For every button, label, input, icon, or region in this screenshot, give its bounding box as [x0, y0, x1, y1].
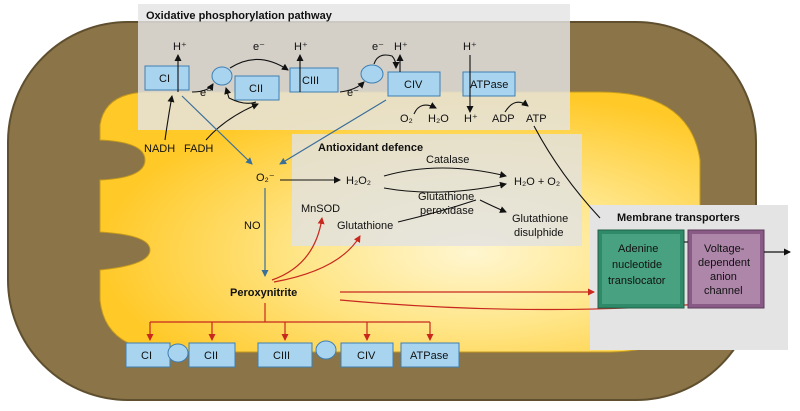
superoxide-label: O₂⁻	[256, 172, 275, 184]
bottom-complex-iii-box	[257, 342, 313, 368]
transporters-title: Membrane transporters	[617, 212, 740, 224]
e-arrow-cytc-civ	[373, 54, 400, 69]
fadh-label: FADH	[184, 143, 213, 155]
complex-iii-box	[289, 67, 339, 93]
oxphos-title: Oxidative phosphorylation pathway	[146, 10, 333, 22]
complex-i-label: CI	[159, 73, 170, 85]
nadh-label: NADH	[144, 143, 175, 155]
gpx-label-line2: peroxidase	[420, 205, 474, 217]
ant-label-line3: translocator	[608, 275, 666, 287]
antioxidant-panel	[292, 134, 582, 246]
gsh-disulphide-line1: Glutathione	[512, 213, 568, 225]
ci-to-superoxide-arrow	[181, 95, 253, 165]
bottom-complex-ii-label: CII	[204, 350, 218, 362]
ubiquinone-1	[211, 66, 233, 86]
e-arrow-q-ciii	[229, 58, 289, 71]
vdac-label-line2: dependent	[698, 257, 750, 269]
e-label-4: e⁻	[372, 41, 384, 53]
vdac-label-line3: anion	[710, 271, 737, 283]
civ-proton-label: H⁺	[394, 41, 408, 53]
bottom-cytochrome-c	[315, 340, 337, 360]
e-arrow-cii-q	[224, 87, 257, 104]
bottom-complex-iii-label: CIII	[273, 350, 290, 362]
no-label: NO	[244, 220, 261, 232]
atp-label: ATP	[526, 113, 547, 125]
glutathione-arrow	[397, 199, 477, 223]
bottom-ubiquinone	[167, 343, 189, 363]
e-label-1: e⁻	[200, 87, 212, 99]
peroxynitrite-label: Peroxynitrite	[230, 287, 297, 299]
peroxynitrite-to-glutathione-arrow	[273, 235, 361, 283]
ci-proton-label: H⁺	[173, 41, 187, 53]
bottom-complex-ii-box	[188, 342, 236, 368]
bottom-complex-i-label: CI	[141, 350, 152, 362]
oxphos-panel	[138, 4, 570, 130]
h2o-label: H₂O	[428, 113, 449, 125]
atpase-box	[462, 71, 516, 97]
civ-to-superoxide-arrow	[279, 99, 387, 165]
bottom-complex-iv-box	[340, 342, 394, 368]
adp-atp-arrow	[504, 99, 529, 113]
ant-translocator-inner	[602, 234, 680, 304]
e-label-2: e⁻	[253, 41, 265, 53]
antioxidant-title: Antioxidant defence	[318, 142, 423, 154]
mnsod-label: MnSOD	[301, 203, 340, 215]
nadh-arrow	[164, 95, 175, 141]
vdac-inner	[692, 234, 760, 304]
gpx-label-line1: Glutathione	[418, 191, 474, 203]
disulphide-arrow	[479, 199, 507, 213]
o2-label: O₂	[400, 113, 413, 125]
h2o-o2-label: H₂O + O₂	[514, 176, 560, 188]
glutathione-label: Glutathione	[337, 220, 393, 232]
fadh-arrow	[205, 103, 259, 141]
bottom-atpase-label: ATPase	[410, 350, 448, 362]
complex-ii-box	[234, 75, 280, 101]
atpase-proton-top-label: H⁺	[463, 41, 477, 53]
complex-iv-box	[387, 71, 441, 97]
o2-h2o-arrow	[413, 102, 437, 115]
complex-i-box	[144, 65, 190, 91]
gpx-arrow	[383, 181, 507, 193]
complex-iii-label: CIII	[302, 75, 319, 87]
catalase-label: Catalase	[426, 154, 469, 166]
complex-ii-label: CII	[249, 83, 263, 95]
e-arrow-ciii-cytc	[339, 81, 365, 93]
ciii-proton-label: H⁺	[294, 41, 308, 53]
peroxynitrite-to-mnsod-arrow	[271, 217, 325, 281]
e-arrow-ci-q	[191, 83, 214, 93]
atpase-label: ATPase	[470, 79, 508, 91]
ant-label-line1: Adenine	[618, 243, 658, 255]
cytochrome-c	[360, 64, 384, 84]
complex-iv-label: CIV	[404, 79, 423, 91]
catalase-arrow	[383, 167, 507, 178]
atpase-proton-matrix-label: H⁺	[464, 113, 478, 125]
adp-label: ADP	[492, 113, 515, 125]
gsh-disulphide-line2: disulphide	[514, 227, 564, 239]
vdac-label-line1: Voltage-	[704, 243, 745, 255]
vdac-label-line4: channel	[704, 285, 743, 297]
h2o2-label: H₂O₂	[346, 175, 371, 187]
bottom-complex-iv-label: CIV	[357, 350, 376, 362]
atp-to-ant-line	[533, 125, 601, 219]
ant-label-line2: nucleotide	[612, 259, 662, 271]
bottom-atpase-box	[400, 342, 460, 368]
